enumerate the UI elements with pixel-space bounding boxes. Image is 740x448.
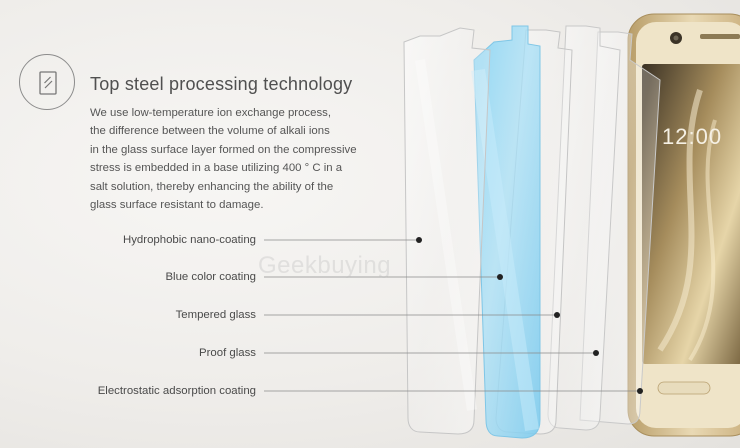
leader-line-hydrophobic [264, 237, 422, 243]
leader-line-electrostatic [264, 388, 643, 394]
leader-line-tempered [264, 312, 560, 318]
layer-label-proof: Proof glass [199, 347, 256, 359]
phone-clock: 12:00 [662, 124, 723, 149]
layer-label-hydrophobic: Hydrophobic nano-coating [123, 234, 256, 246]
watermark-text: Geekbuying [258, 252, 392, 279]
page-title: Top steel processing technology [90, 74, 353, 94]
glass-pane-hydrophobic [403, 27, 491, 435]
layer-label-tempered: Tempered glass [175, 309, 256, 321]
glass-badge [19, 54, 75, 110]
leader-line-blue-coating [264, 274, 503, 280]
layer-label-blue-coating: Blue color coating [165, 271, 256, 283]
leader-line-proof [264, 350, 599, 356]
glass-pane-icon [39, 71, 57, 95]
description-text: We use low-temperature ion exchange proc… [90, 107, 357, 212]
phone-illustration [627, 13, 740, 437]
layer-label-electrostatic: Electrostatic adsorption coating [97, 385, 256, 397]
